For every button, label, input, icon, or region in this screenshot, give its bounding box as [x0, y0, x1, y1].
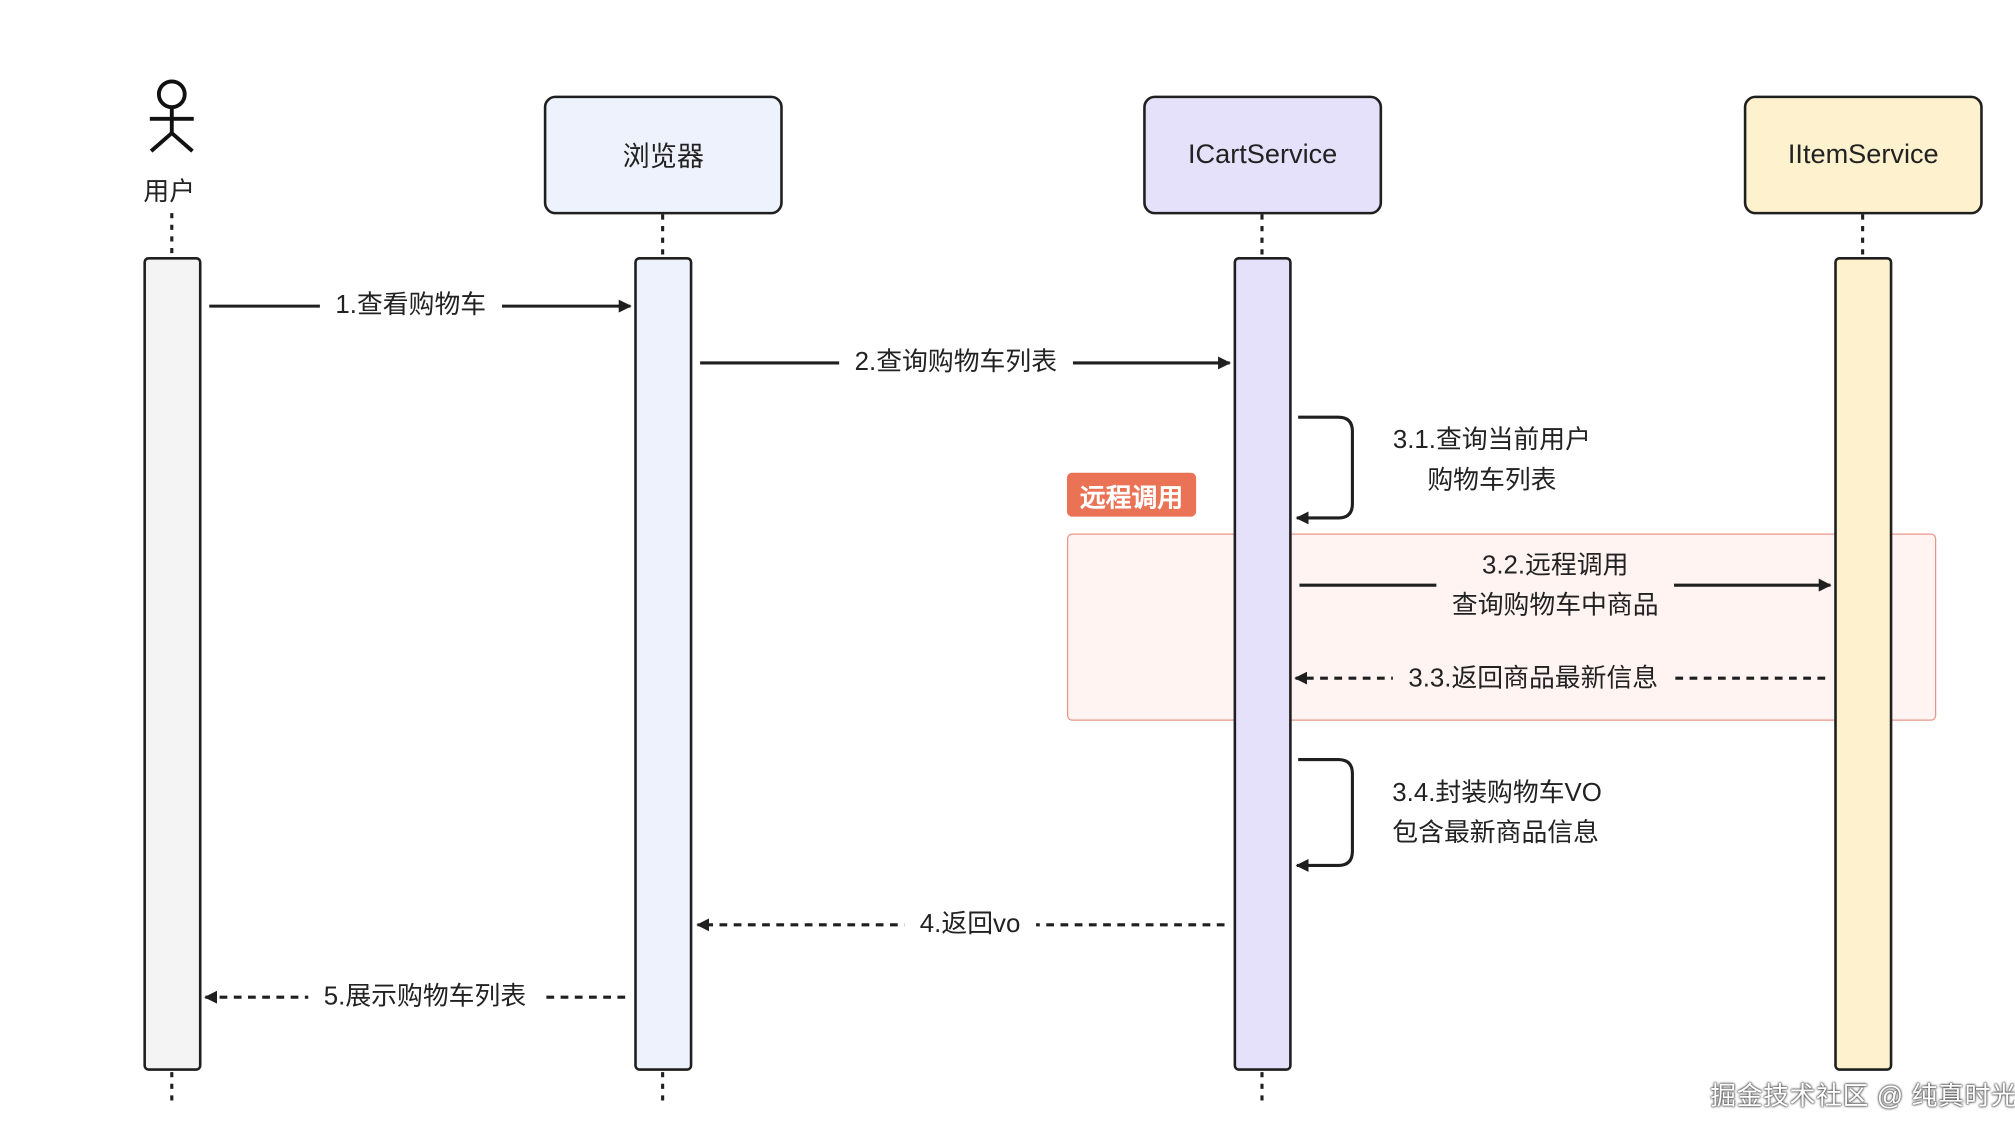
activation-browser	[634, 257, 693, 1071]
participant-item-service: IItemService	[1743, 95, 1983, 215]
participant-browser-label: 浏览器	[622, 142, 704, 172]
message-3-1-line-2: 购物车列表	[1427, 466, 1557, 495]
message-1-label: 1.查看购物车	[319, 286, 502, 327]
participant-cart-service-label: ICartService	[1188, 139, 1338, 170]
message-3-4-line-1: 3.4.封装购物车VO	[1392, 778, 1602, 808]
activation-user	[143, 257, 202, 1071]
message-3-3-label: 3.3.返回商品最新信息	[1392, 659, 1674, 700]
activation-cart-service	[1233, 257, 1292, 1071]
participant-browser: 浏览器	[543, 95, 783, 215]
message-3-1-line-1: 3.1.查询当前用户	[1392, 426, 1591, 455]
activation-item-service	[1834, 257, 1893, 1071]
arrow-m3-4	[1295, 757, 1354, 872]
remote-call-tag: 远程调用	[1066, 472, 1197, 517]
message-3-4-line-2: 包含最新商品信息	[1392, 818, 1599, 848]
watermark: 掘金技术社区 @ 纯真时光	[1710, 1082, 2015, 1111]
message-5-label: 5.展示购物车列表	[308, 977, 542, 1018]
arrow-m3-1	[1295, 415, 1354, 525]
participant-cart-service: ICartService	[1143, 95, 1383, 215]
message-3-2-label: 3.2.远程调用 查询购物车中商品	[1436, 546, 1675, 627]
message-2-label: 2.查询购物车列表	[839, 342, 1073, 383]
actor-user-icon	[149, 79, 194, 153]
message-3-4-label: 3.4.封装购物车VO 包含最新商品信息	[1392, 774, 1602, 854]
participant-item-service-label: IItemService	[1787, 139, 1939, 170]
message-3-2-line-2: 查询购物车中商品	[1451, 591, 1659, 621]
message-4-label: 4.返回vo	[904, 904, 1036, 945]
actor-user-label: 用户	[143, 178, 196, 207]
message-3-2-line-1: 3.2.远程调用	[1481, 551, 1629, 580]
message-3-1-label: 3.1.查询当前用户 购物车列表	[1393, 421, 1591, 501]
